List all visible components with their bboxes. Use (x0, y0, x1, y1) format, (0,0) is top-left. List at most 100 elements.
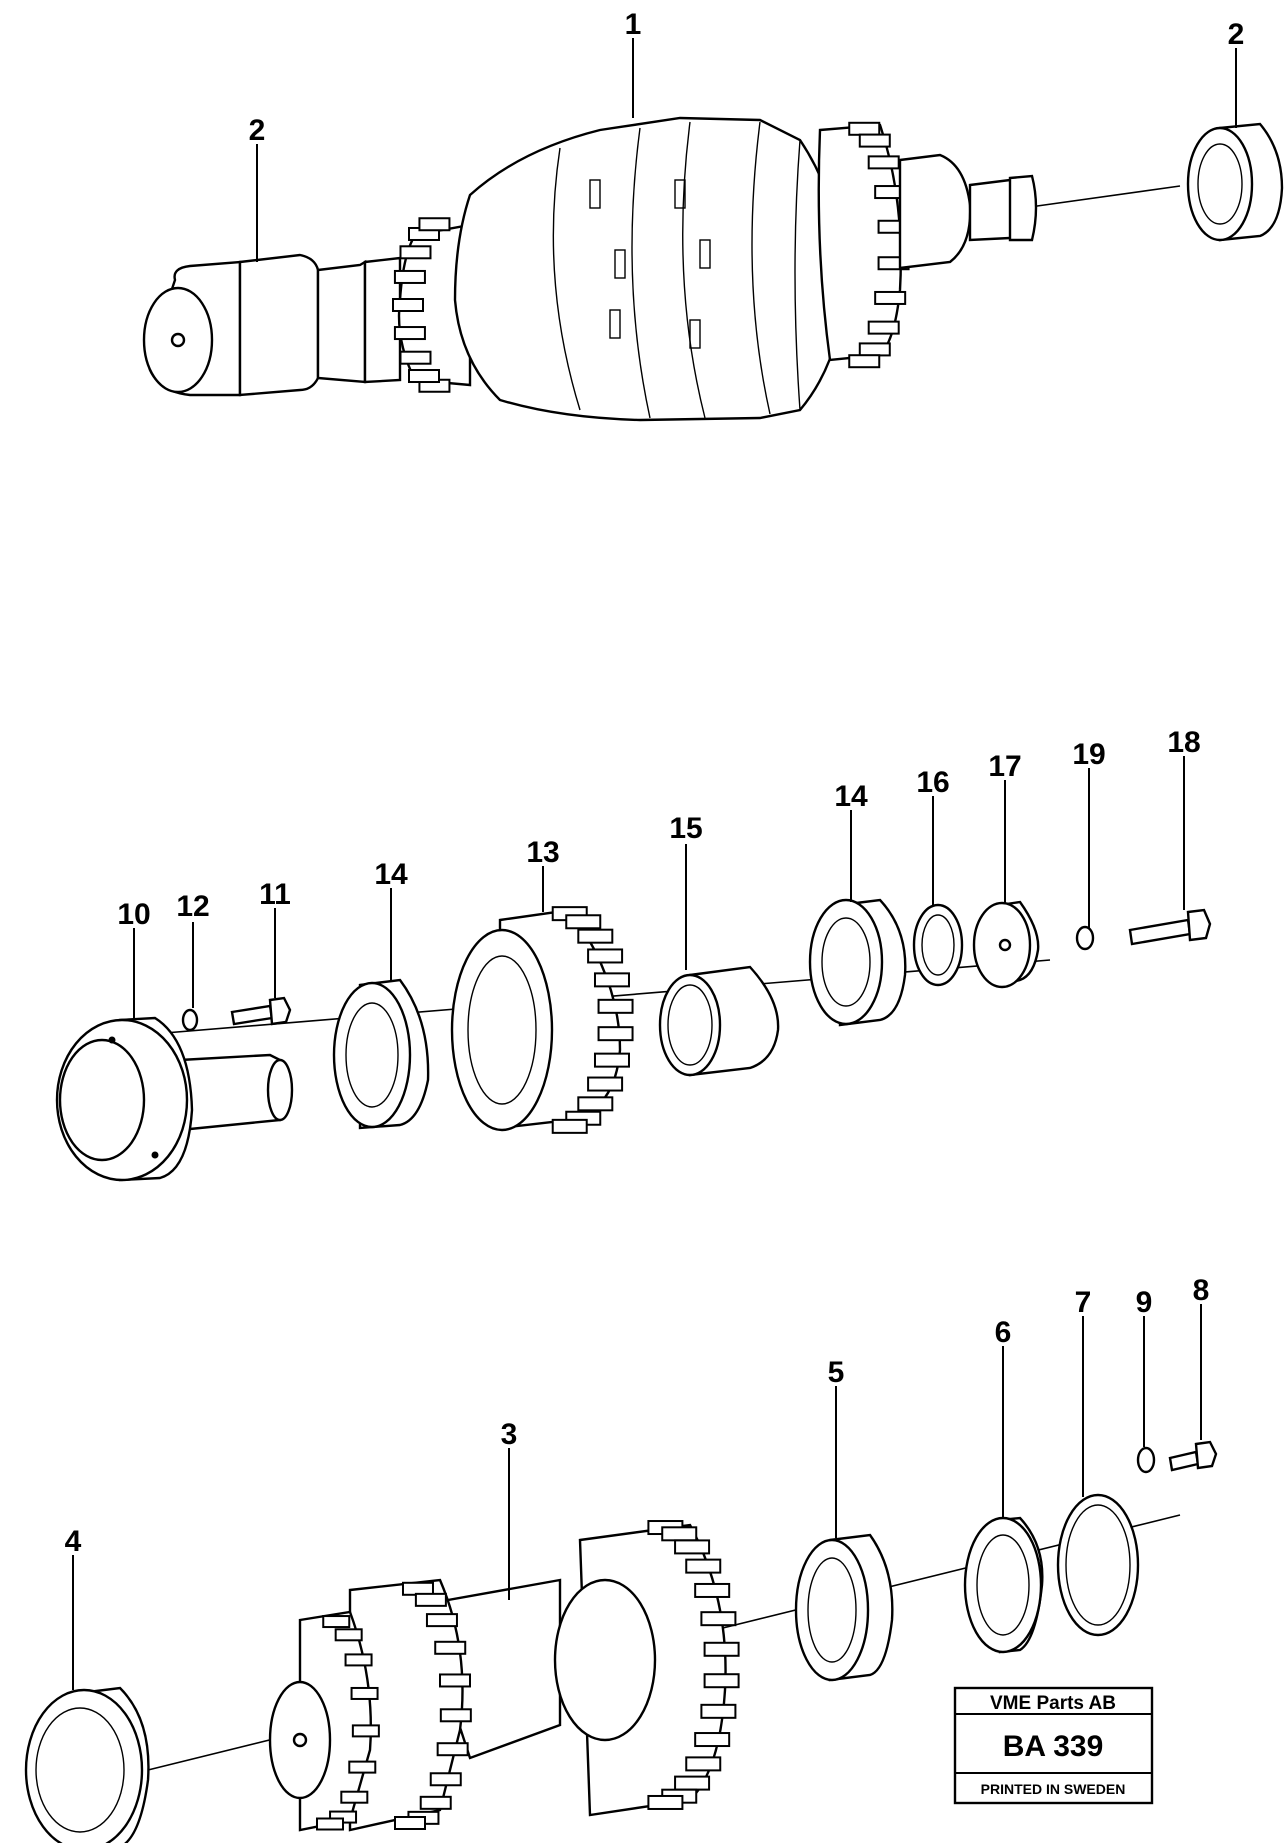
part-7-ring (1056, 1493, 1140, 1637)
gear-tooth (350, 1686, 379, 1700)
gear-tooth (408, 369, 440, 384)
title-block-company: VME Parts AB (990, 1693, 1116, 1714)
part-9-washer (1136, 1446, 1156, 1474)
gear-tooth (394, 1816, 426, 1830)
gear-tooth (703, 1673, 740, 1689)
gear-tooth (439, 1708, 472, 1723)
title-block-printed: PRINTED IN SWEDEN (981, 1781, 1126, 1797)
callout-8: 8 (1193, 1274, 1210, 1307)
gear-tooth (577, 1096, 614, 1112)
callout-11: 11 (259, 878, 291, 911)
gear-tooth (694, 1582, 731, 1598)
gear-tooth (703, 1641, 740, 1657)
callout-13: 13 (526, 836, 559, 869)
gear-tooth (848, 354, 881, 369)
callout-6: 6 (995, 1316, 1012, 1349)
middle-row-assembly (55, 898, 1212, 1182)
part-6-seal (963, 1516, 1044, 1654)
gear-tooth (393, 269, 426, 284)
gear-tooth (393, 326, 426, 341)
gear-tooth (587, 1076, 624, 1092)
gear-tooth (392, 298, 424, 312)
part-14-bearing-right (808, 898, 907, 1027)
gear-tooth (685, 1558, 722, 1574)
gear-tooth (867, 320, 900, 335)
callout-4: 4 (65, 1525, 82, 1558)
part-12-washer (181, 1008, 199, 1032)
gear-tooth (858, 133, 891, 148)
gear-tooth (434, 1640, 467, 1655)
gear-tooth (438, 1673, 471, 1688)
part-4-bearing (24, 1686, 150, 1843)
gear-tooth (674, 1539, 711, 1555)
callout-18: 18 (1167, 726, 1200, 759)
part-15-sleeve (658, 965, 780, 1077)
gear-tooth (399, 350, 432, 365)
gear-tooth (867, 155, 900, 170)
gear-tooth (674, 1775, 711, 1791)
gear-tooth (700, 1611, 737, 1627)
gear-tooth (322, 1615, 351, 1629)
gear-tooth (565, 914, 602, 930)
gear-tooth (425, 1613, 458, 1628)
gear-tooth (661, 1526, 698, 1542)
countershaft-assembly (24, 1440, 1218, 1843)
callout-17: 17 (988, 750, 1021, 783)
part-13-gear (450, 906, 634, 1134)
callouts-top: 1 2 2 (249, 8, 1245, 262)
gear-tooth (700, 1703, 737, 1719)
gear-tooth (334, 1628, 363, 1642)
callout-12: 12 (176, 890, 209, 923)
part-16-snap-ring (912, 903, 964, 987)
gear-tooth (418, 217, 451, 232)
gear-tooth (551, 1118, 588, 1134)
callouts-middle: 10 12 11 14 13 15 14 16 17 19 18 (117, 726, 1201, 1020)
gear-tooth (587, 948, 624, 964)
left-drive-gear (392, 217, 472, 393)
gear-tooth (414, 1592, 447, 1607)
part-14-bearing-left (332, 978, 430, 1130)
countershaft-small-gears (268, 1578, 472, 1832)
callout-2-left: 2 (249, 114, 266, 147)
part-11-bolt (230, 996, 292, 1026)
gear-tooth (429, 1772, 462, 1787)
callout-16: 16 (916, 766, 949, 799)
gear-tooth (351, 1724, 380, 1738)
gear-tooth (399, 245, 432, 260)
gear-tooth (577, 928, 614, 944)
gear-tooth (597, 998, 634, 1014)
gear-tooth (344, 1653, 373, 1667)
bearing-right (1186, 122, 1284, 242)
gear-tooth (436, 1742, 469, 1757)
callout-2-right: 2 (1228, 18, 1245, 51)
callout-10: 10 (117, 898, 150, 931)
callout-15: 15 (669, 812, 702, 845)
callout-9: 9 (1136, 1286, 1153, 1319)
gear-tooth (874, 290, 907, 305)
callout-3: 3 (501, 1418, 518, 1451)
right-drive-gear (817, 121, 910, 369)
part-18-bolt (1128, 908, 1212, 946)
gear-tooth (593, 1052, 630, 1068)
callout-14-left: 14 (374, 858, 408, 891)
gear-tooth (858, 342, 891, 357)
part-5-bearing (794, 1533, 894, 1682)
callout-19: 19 (1072, 738, 1105, 771)
countershaft-large-gear (553, 1520, 740, 1817)
callout-5: 5 (828, 1356, 845, 1389)
gear-tooth (419, 1795, 452, 1810)
title-block: VME Parts AB BA 339 PRINTED IN SWEDEN (953, 1686, 1154, 1805)
main-shaft-assembly (142, 116, 1284, 422)
gear-tooth (848, 121, 881, 136)
gear-tooth (597, 1026, 634, 1042)
gear-tooth (340, 1790, 369, 1804)
title-block-code: BA 339 (1003, 1730, 1104, 1763)
gear-tooth (593, 972, 630, 988)
gear-tooth (685, 1756, 722, 1772)
callouts-bottom: 4 3 5 6 7 9 8 (65, 1274, 1210, 1690)
callout-7: 7 (1075, 1286, 1092, 1319)
part-8-bolt (1168, 1440, 1218, 1472)
part-19-washer (1075, 925, 1095, 951)
gear-tooth (694, 1732, 731, 1748)
